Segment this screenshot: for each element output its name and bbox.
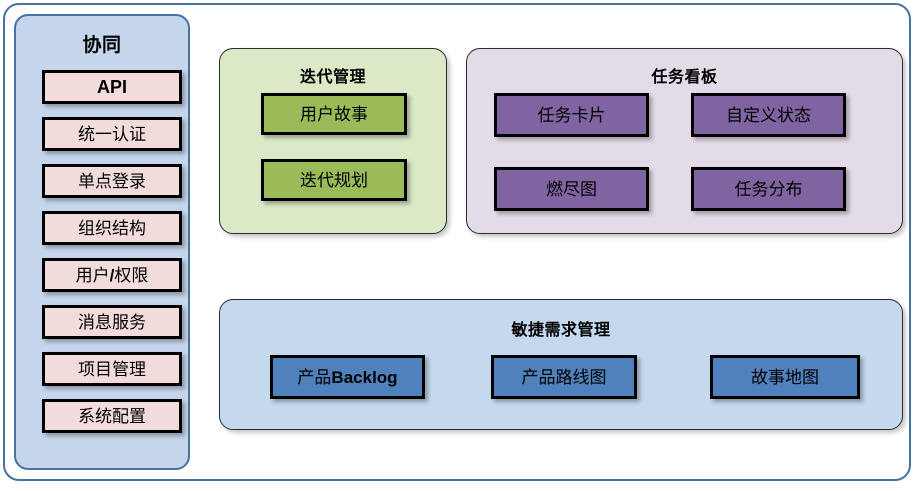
panel-agile-title: 敏捷需求管理 [511, 322, 611, 339]
panel-task-board-title: 任务看板 [651, 69, 718, 86]
taskboard-item-task-card[interactable]: 任务卡片 [494, 93, 649, 137]
panel-collaboration-title: 协同 [82, 35, 122, 56]
iteration-item-user-story[interactable]: 用户故事 [261, 93, 407, 135]
panel-collaboration[interactable]: 协同 API 统一认证 单点登录 组织结构 用户/权限 消息服务 项目管理 系统… [14, 14, 190, 470]
taskboard-item-custom-status[interactable]: 自定义状态 [691, 93, 846, 137]
collab-item-user-permission[interactable]: 用户/权限 [42, 258, 182, 292]
panel-iteration-title: 迭代管理 [299, 69, 366, 86]
collab-item-message-service[interactable]: 消息服务 [42, 305, 182, 339]
collab-item-unified-auth[interactable]: 统一认证 [42, 117, 182, 151]
panel-iteration-management[interactable]: 迭代管理 用户故事 迭代规划 [219, 48, 447, 234]
collab-item-system-config[interactable]: 系统配置 [42, 399, 182, 433]
agile-item-product-roadmap[interactable]: 产品路线图 [491, 355, 637, 399]
agile-item-story-map[interactable]: 故事地图 [710, 355, 860, 399]
collab-item-api[interactable]: API [42, 70, 182, 104]
iteration-item-iteration-plan[interactable]: 迭代规划 [261, 159, 407, 201]
collab-item-single-sign-on[interactable]: 单点登录 [42, 164, 182, 198]
taskboard-item-task-distribution[interactable]: 任务分布 [691, 167, 846, 211]
taskboard-item-burndown-chart[interactable]: 燃尽图 [494, 167, 649, 211]
collab-item-project-management[interactable]: 项目管理 [42, 352, 182, 386]
collab-item-org-structure[interactable]: 组织结构 [42, 211, 182, 245]
panel-task-board[interactable]: 任务看板 任务卡片 自定义状态 燃尽图 任务分布 [466, 48, 903, 234]
